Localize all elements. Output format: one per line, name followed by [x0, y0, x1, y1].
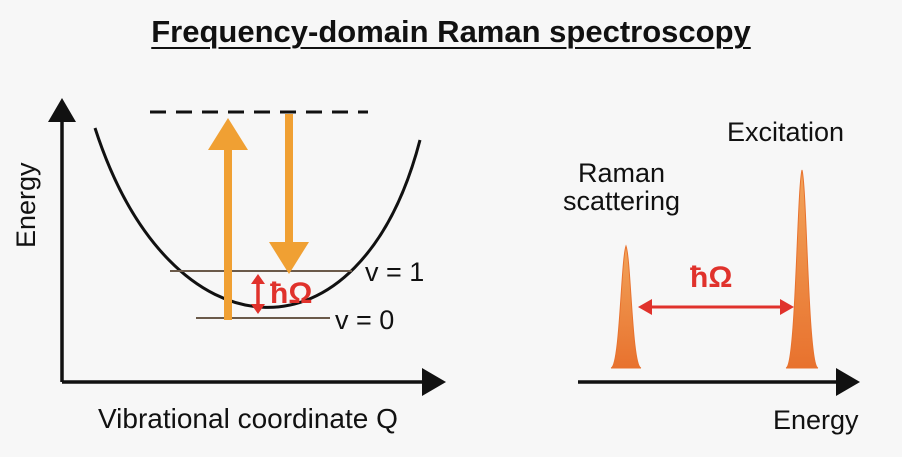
- raman-shift-label: ħΩ: [690, 261, 733, 294]
- right-x-axis-arrowhead: [836, 368, 860, 396]
- raman-scattering-label: Raman scattering: [563, 159, 680, 216]
- raman-label-line2: scattering: [563, 186, 681, 217]
- right-axis: [578, 368, 860, 396]
- raman-shift-arrow: [638, 299, 794, 315]
- energy-gap-label: ħΩ: [270, 277, 313, 310]
- left-y-axis-label: Energy: [11, 162, 41, 248]
- scattering-arrow-down: [269, 114, 309, 274]
- raman-peak: [610, 244, 642, 369]
- level-v0-label: v = 0: [335, 305, 395, 335]
- excitation-arrow-up: [208, 118, 248, 320]
- raman-label-line1: Raman: [578, 158, 666, 188]
- left-y-axis-arrowhead: [48, 98, 76, 122]
- right-x-axis-label: Energy: [773, 405, 859, 435]
- diagram-title: Frequency-domain Raman spectroscopy: [151, 14, 751, 49]
- excitation-peak: [785, 169, 819, 369]
- left-x-axis-arrowhead: [422, 368, 446, 396]
- potential-well-curve: [93, 127, 422, 309]
- left-x-axis-label: Vibrational coordinate Q: [98, 403, 398, 434]
- energy-gap-double-arrow: [251, 274, 265, 314]
- left-axes: [48, 98, 446, 396]
- level-v1-label: v = 1: [365, 257, 425, 287]
- excitation-label: Excitation: [727, 117, 845, 147]
